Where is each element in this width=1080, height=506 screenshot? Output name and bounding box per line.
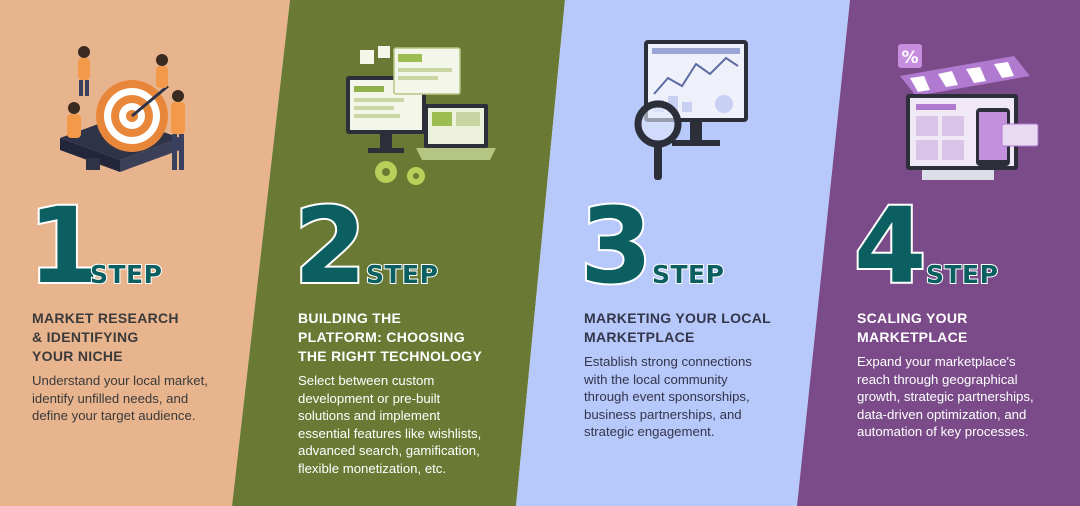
ecommerce-store-illustration: % [898, 44, 1039, 180]
target-research-illustration [60, 46, 185, 172]
panel-3-background [516, 0, 850, 506]
step-4-title: SCALING YOUR MARKETPLACE [857, 310, 968, 345]
analytics-magnifier-illustration [634, 40, 748, 180]
percent-badge: % [901, 48, 918, 68]
computer-laptop-gears-illustration [346, 46, 496, 185]
step-4-label: STEP [925, 260, 999, 289]
step-3-title: MARKETING YOUR LOCAL MARKETPLACE [584, 310, 771, 345]
step-3-label: STEP [651, 260, 725, 289]
step-1-description: Understand your local market, identify u… [32, 373, 208, 423]
step-1-title: MARKET RESEARCH & IDENTIFYING YOUR NICHE [32, 310, 179, 364]
step-2-description: Select between custom development or pre… [298, 373, 482, 476]
step-2-title: BUILDING THE PLATFORM: CHOOSING THE RIGH… [298, 310, 483, 364]
step-2-label: STEP [365, 260, 439, 289]
step-1-label: STEP [89, 260, 163, 289]
step-4-number: 4 [852, 185, 928, 307]
step-3-number: 3 [578, 185, 654, 307]
step-2-number: 2 [292, 185, 368, 307]
step-4-description: Expand your marketplace's reach through … [857, 354, 1034, 439]
step-1-number: 1 [26, 185, 102, 307]
step-3-description: Establish strong connections with the lo… [584, 354, 752, 439]
